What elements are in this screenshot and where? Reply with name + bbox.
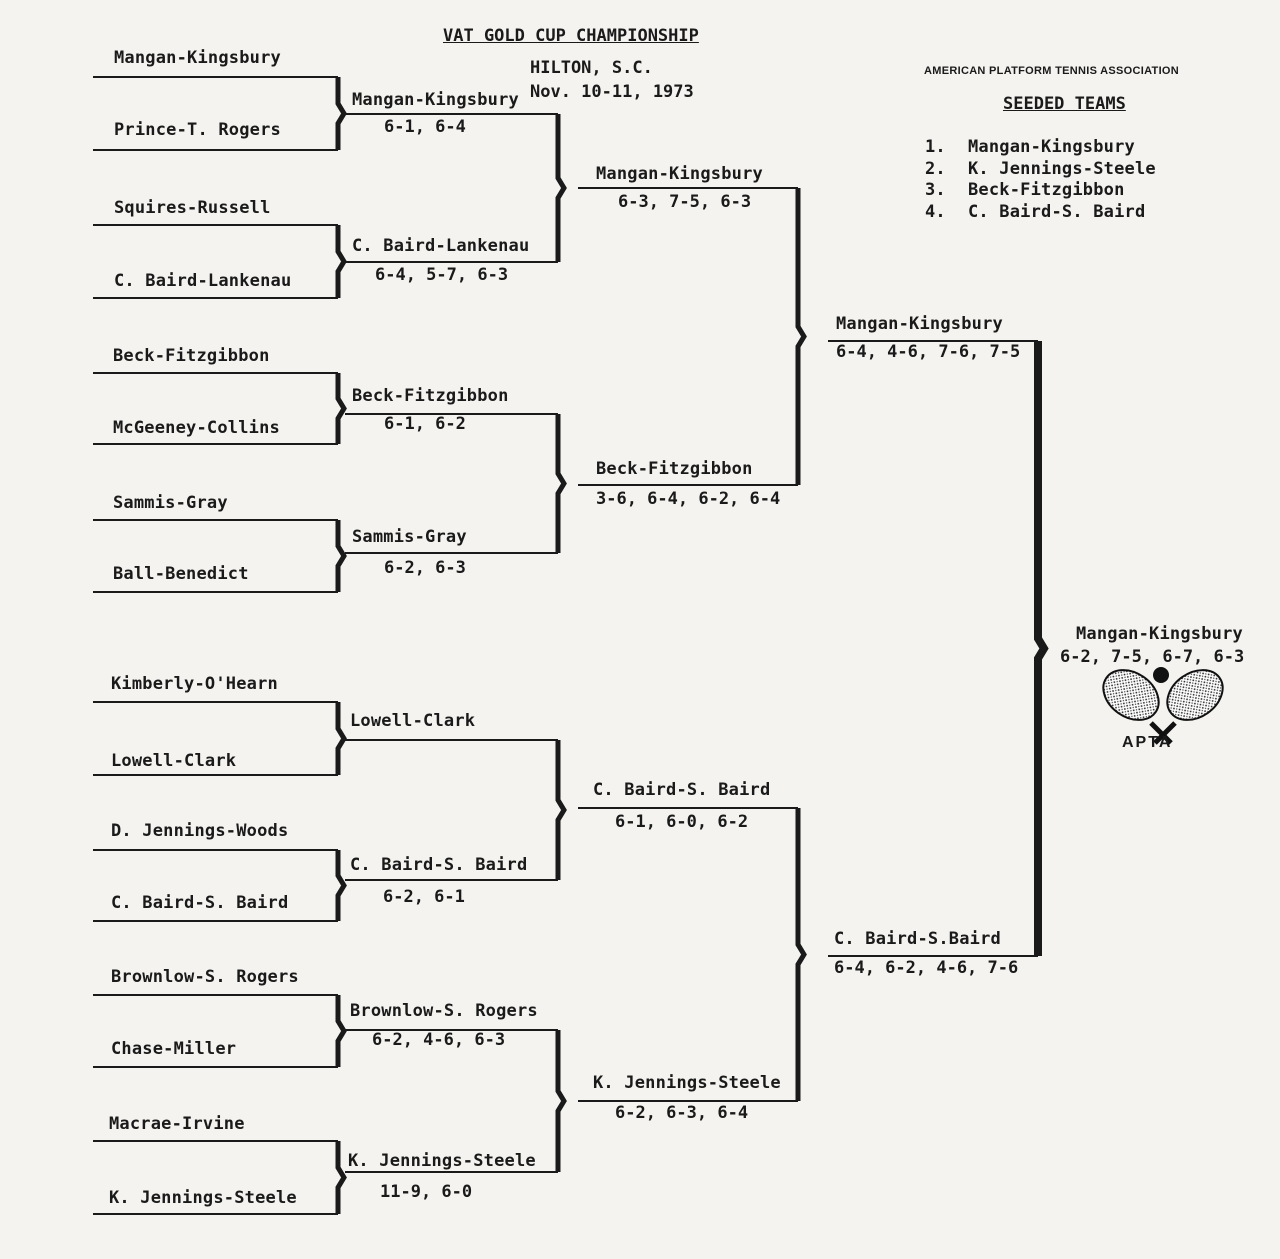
r2-score: 6-1, 6-4 xyxy=(384,117,466,137)
seed-team: K. Jennings-Steele xyxy=(968,159,1156,179)
r2-winner: C. Baird-S. Baird xyxy=(350,855,528,875)
r2-score: 6-2, 6-3 xyxy=(384,558,466,578)
sf-bracket xyxy=(828,340,1049,957)
qf-winner: Beck-Fitzgibbon xyxy=(596,459,753,479)
bracket-vertical xyxy=(555,740,567,880)
bracket-vertical xyxy=(335,373,347,444)
r2-score: 6-2, 4-6, 6-3 xyxy=(372,1030,506,1050)
seed-number: 2. xyxy=(925,159,946,179)
sf-winner: Mangan-Kingsbury xyxy=(836,314,1003,334)
r2-winner: Sammis-Gray xyxy=(352,527,467,547)
r2-winner: C. Baird-Lankenau xyxy=(352,236,530,256)
qf-score: 6-2, 6-3, 6-4 xyxy=(615,1103,749,1123)
logo-text: APTA xyxy=(1122,734,1173,751)
seeded-heading: SEEDED TEAMS xyxy=(1003,94,1126,114)
seed-number: 1. xyxy=(925,137,946,157)
r2-score: 6-2, 6-1 xyxy=(383,887,465,907)
r1-team: Sammis-Gray xyxy=(113,493,228,513)
bracket-vertical xyxy=(335,77,347,150)
r2-score: 6-4, 5-7, 6-3 xyxy=(375,265,509,285)
bracket-vertical xyxy=(555,114,567,262)
seed-number: 3. xyxy=(925,180,946,200)
r1-team: C. Baird-S. Baird xyxy=(111,893,289,913)
r2-bracket xyxy=(345,113,567,1173)
seed-team: Mangan-Kingsbury xyxy=(968,137,1135,157)
apta-paddles-logo xyxy=(1102,667,1224,745)
r1-team: C. Baird-Lankenau xyxy=(114,271,292,291)
document-title: VAT GOLD CUP CHAMPIONSHIP xyxy=(443,26,699,46)
champion-name: Mangan-Kingsbury xyxy=(1076,624,1243,644)
sf-score: 6-4, 4-6, 7-6, 7-5 xyxy=(836,342,1021,362)
bracket-vertical xyxy=(555,414,567,553)
organization-name: AMERICAN PLATFORM TENNIS ASSOCIATION xyxy=(924,65,1180,77)
qf-winner: K. Jennings-Steele xyxy=(593,1073,781,1093)
r1-team: Chase-Miller xyxy=(111,1039,237,1059)
bracket-vertical xyxy=(335,225,347,298)
r1-team: K. Jennings-Steele xyxy=(109,1188,297,1208)
qf-score: 6-1, 6-0, 6-2 xyxy=(615,812,749,832)
r1-team: Brownlow-S. Rogers xyxy=(111,967,299,987)
qf-winner: C. Baird-S. Baird xyxy=(593,780,771,800)
r1-team: McGeeney-Collins xyxy=(113,418,280,438)
qf-score: 6-3, 7-5, 6-3 xyxy=(618,192,752,212)
qf-bracket xyxy=(578,187,807,1102)
bracket-vertical xyxy=(335,850,347,921)
r1-team: Mangan-Kingsbury xyxy=(114,48,281,68)
bracket-vertical xyxy=(335,520,347,592)
seed-team: C. Baird-S. Baird xyxy=(968,202,1146,222)
r1-team: Kimberly-O'Hearn xyxy=(111,674,278,694)
sf-score: 6-4, 6-2, 4-6, 7-6 xyxy=(834,958,1019,978)
seed-number: 4. xyxy=(925,202,946,222)
r1-team: Beck-Fitzgibbon xyxy=(113,346,270,366)
bracket-vertical xyxy=(795,188,807,485)
bracket-vertical xyxy=(335,995,347,1067)
seed-team: Beck-Fitzgibbon xyxy=(968,180,1125,200)
r1-team: D. Jennings-Woods xyxy=(111,821,289,841)
sf-winner: C. Baird-S.Baird xyxy=(834,929,1001,949)
r2-winner: Beck-Fitzgibbon xyxy=(352,386,509,406)
r1-team: Lowell-Clark xyxy=(111,751,237,771)
r2-winner: Mangan-Kingsbury xyxy=(352,90,519,110)
event-dates: Nov. 10-11, 1973 xyxy=(530,82,694,102)
r2-winner: Brownlow-S. Rogers xyxy=(350,1001,538,1021)
r1-bracket xyxy=(93,76,347,1215)
bracket-vertical xyxy=(335,702,347,775)
location: HILTON, S.C. xyxy=(530,58,653,78)
r2-score: 6-1, 6-2 xyxy=(384,414,466,434)
qf-winner: Mangan-Kingsbury xyxy=(596,164,763,184)
qf-score: 3-6, 6-4, 6-2, 6-4 xyxy=(596,489,781,509)
bracket-vertical xyxy=(335,1141,347,1214)
r2-winner: Lowell-Clark xyxy=(350,711,476,731)
bracket-vertical xyxy=(1034,341,1049,956)
bracket-vertical xyxy=(555,1030,567,1172)
bracket-vertical xyxy=(795,808,807,1101)
r2-score: 11-9, 6-0 xyxy=(380,1182,473,1202)
r1-team: Ball-Benedict xyxy=(113,564,249,584)
r2-winner: K. Jennings-Steele xyxy=(348,1151,536,1171)
r1-team: Macrae-Irvine xyxy=(109,1114,245,1134)
r1-team: Prince-T. Rogers xyxy=(114,120,281,140)
champion-score: 6-2, 7-5, 6-7, 6-3 xyxy=(1060,647,1245,667)
r1-team: Squires-Russell xyxy=(114,198,271,218)
